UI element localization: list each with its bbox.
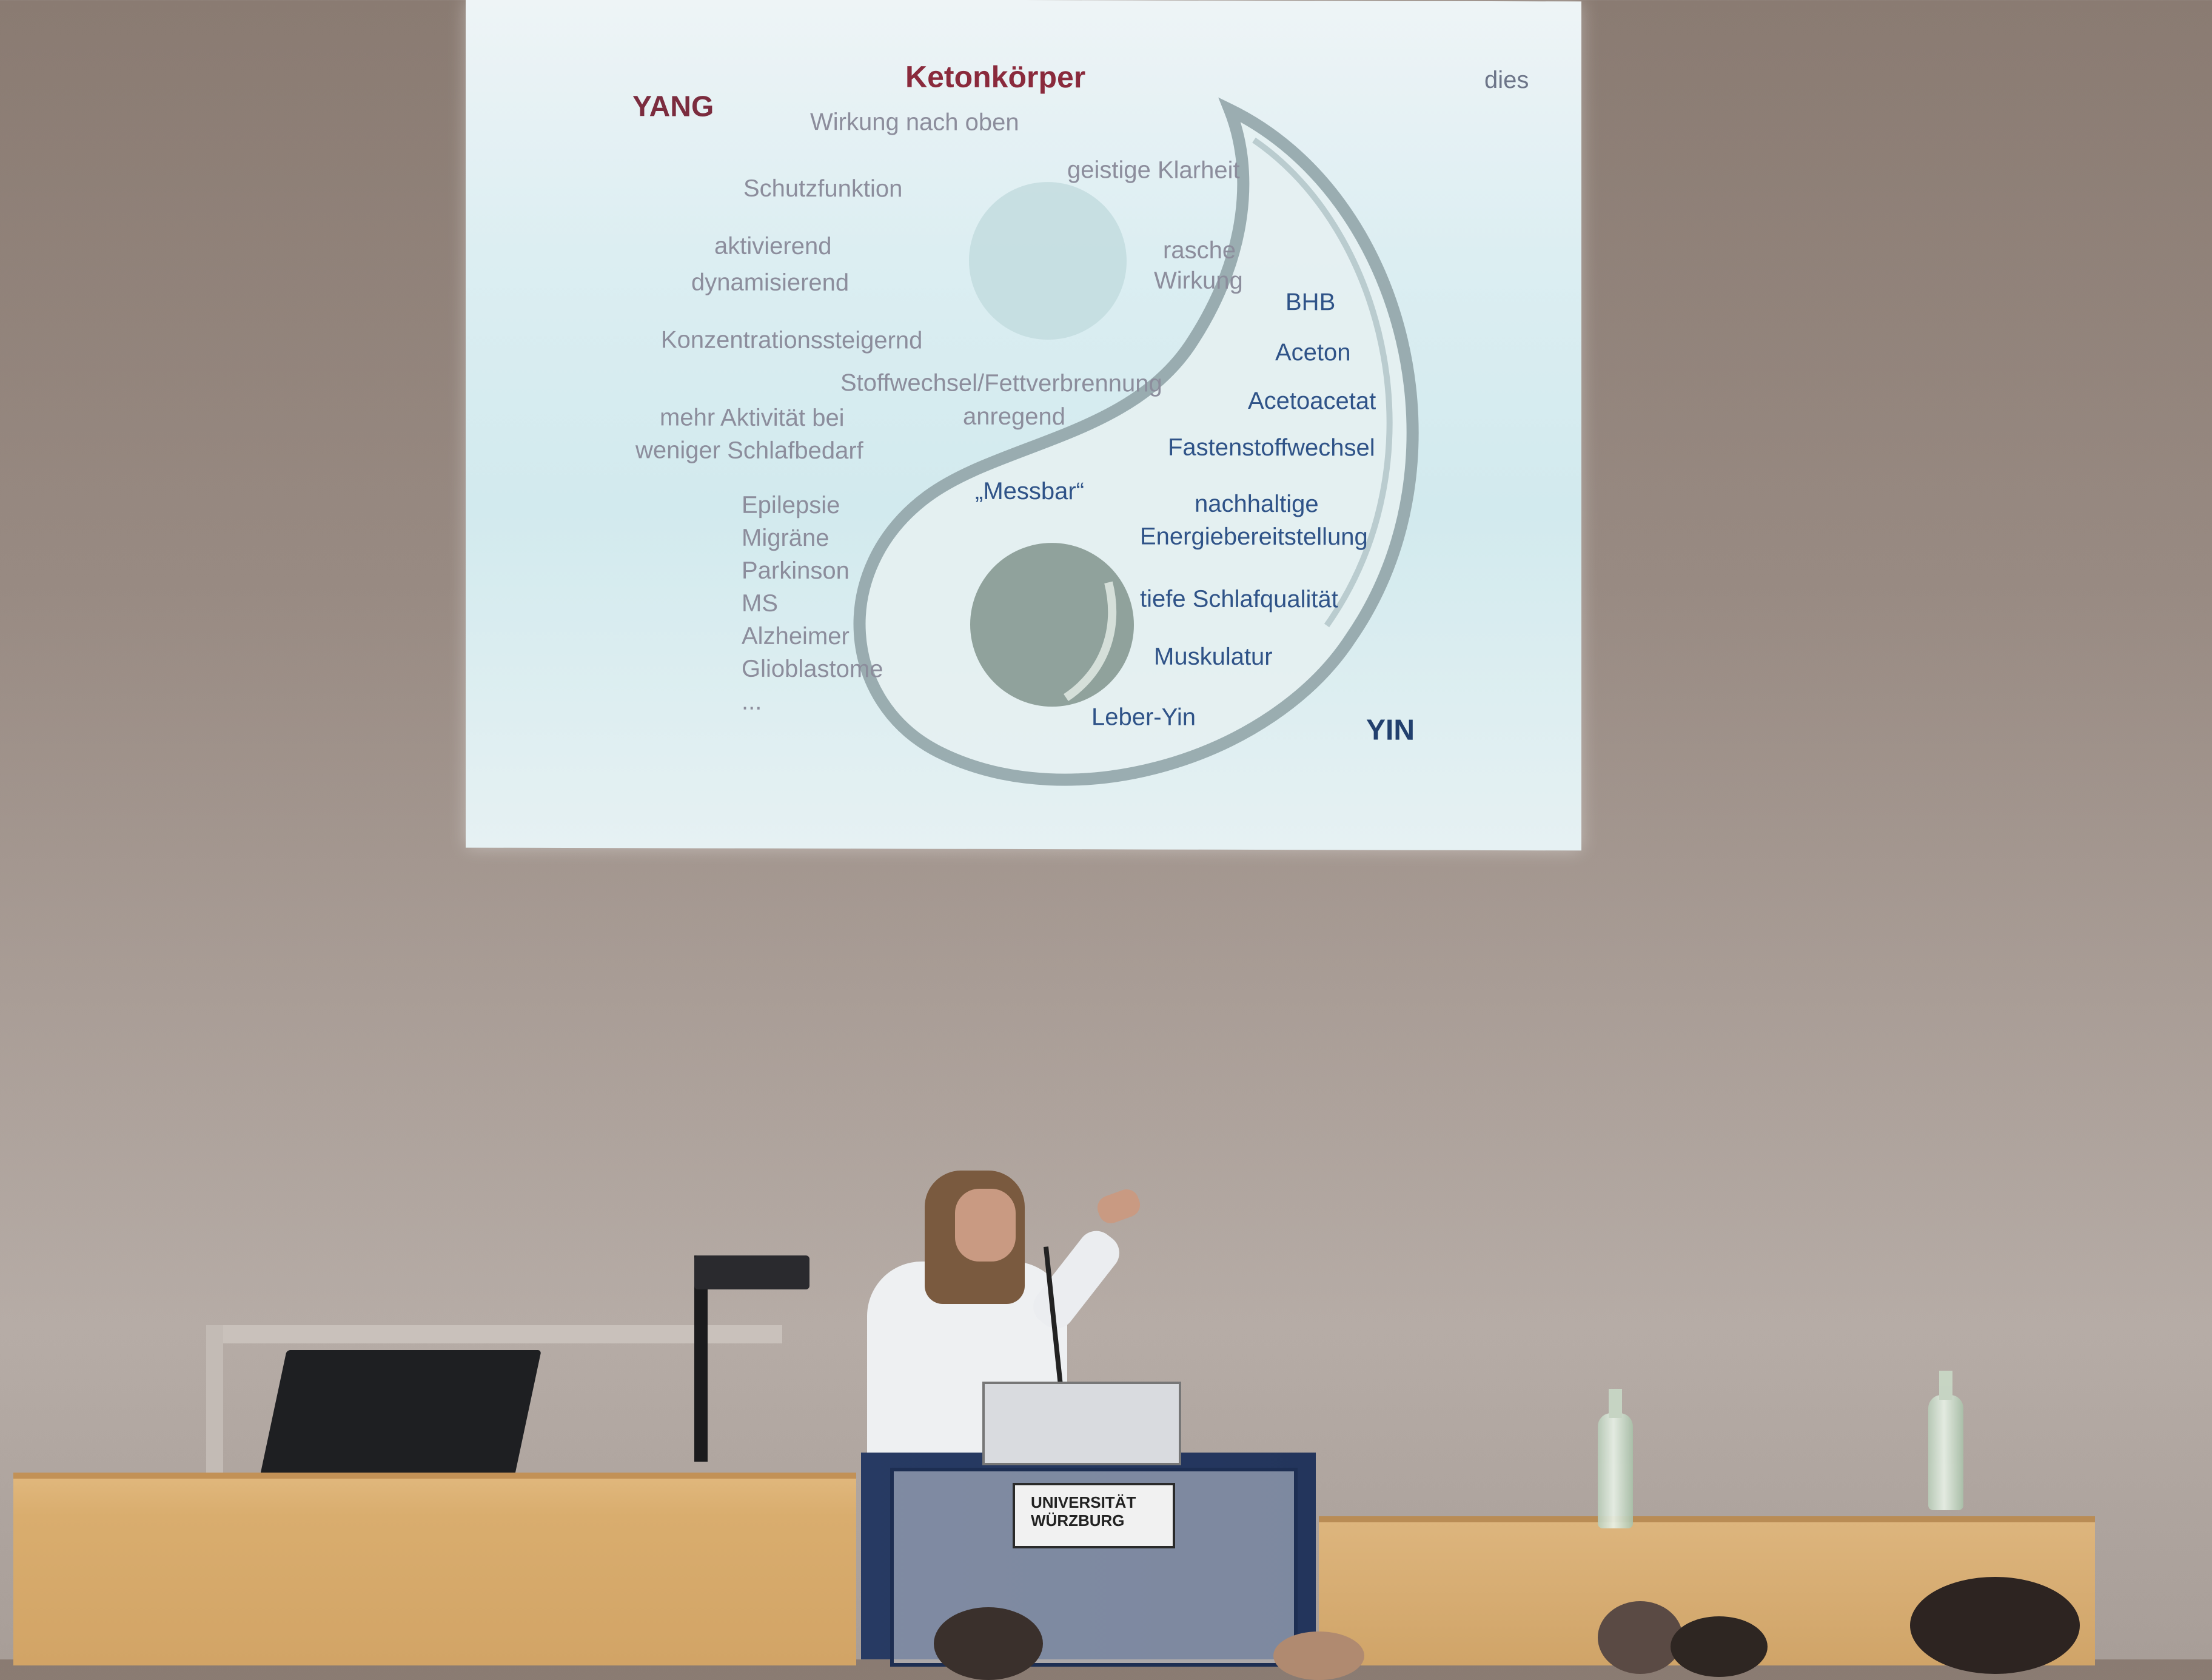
document-camera-head: [694, 1255, 809, 1289]
term: dynamisierend: [691, 269, 850, 297]
term: weniger Schlafbedarf: [635, 437, 863, 465]
projected-slide: Ketonkörper YANG YIN dies Wirkung nach o…: [466, 0, 1581, 851]
logo-icon: dies: [1484, 66, 1529, 94]
audience-head: [1910, 1577, 2080, 1674]
term: Fastenstoffwechsel: [1168, 434, 1375, 462]
term: Stoffwechsel/Fettverbrennung: [840, 369, 1162, 397]
term: aktivierend: [714, 232, 832, 260]
term: „Messbar“: [975, 477, 1085, 505]
audience-head: [1598, 1601, 1683, 1674]
term: Schutzfunktion: [743, 175, 903, 203]
yang-dot: [969, 182, 1127, 340]
term: Energiebereitstellung: [1140, 523, 1368, 551]
university-sign-text: UNIVERSITÄT WÜRZBURG: [1031, 1493, 1164, 1530]
term: Wirkung nach oben: [810, 109, 1019, 136]
speaker-face: [955, 1189, 1016, 1262]
audience-head: [1671, 1616, 1768, 1677]
disease-item: ...: [742, 688, 762, 715]
document-camera-arm: [694, 1255, 708, 1462]
term: geistige Klarheit: [1067, 156, 1240, 184]
term: Wirkung: [1154, 267, 1243, 294]
term: BHB: [1285, 289, 1336, 316]
term: Muskulatur: [1154, 643, 1273, 671]
disease-item: MS: [742, 590, 778, 617]
audience-head: [1273, 1631, 1364, 1680]
term: anregend: [963, 403, 1066, 431]
slide-title: Ketonkörper: [905, 59, 1086, 95]
yang-label: YANG: [632, 90, 714, 123]
laptop-center: [982, 1382, 1181, 1465]
term: rasche: [1163, 237, 1236, 264]
term: Konzentrationssteigernd: [661, 326, 923, 354]
term: Leber-Yin: [1091, 704, 1196, 731]
water-bottle: [1598, 1389, 1633, 1528]
disease-item: Epilepsie: [742, 491, 840, 519]
disease-item: Migräne: [742, 524, 830, 552]
university-line2: WÜRZBURG: [1031, 1511, 1125, 1530]
speaker-hand: [1094, 1186, 1144, 1227]
water-bottle: [1928, 1371, 1963, 1510]
university-line1: UNIVERSITÄT: [1031, 1493, 1136, 1511]
term: nachhaltige: [1195, 490, 1319, 518]
yin-yang-graphic: [853, 97, 1419, 786]
laptop-left: [259, 1350, 541, 1480]
audience-head: [934, 1607, 1043, 1680]
term: Aceton: [1275, 339, 1351, 366]
wall-ledge: [206, 1325, 782, 1343]
term: mehr Aktivität bei: [660, 404, 845, 432]
disease-item: Alzheimer: [742, 622, 850, 650]
university-sign: [1013, 1483, 1175, 1548]
desk-left: [13, 1473, 856, 1665]
term: Acetoacetat: [1248, 387, 1376, 415]
disease-item: Parkinson: [742, 557, 850, 585]
disease-item: Glioblastome: [742, 655, 883, 683]
term: tiefe Schlafqualität: [1140, 585, 1338, 613]
yin-label: YIN: [1366, 714, 1415, 747]
